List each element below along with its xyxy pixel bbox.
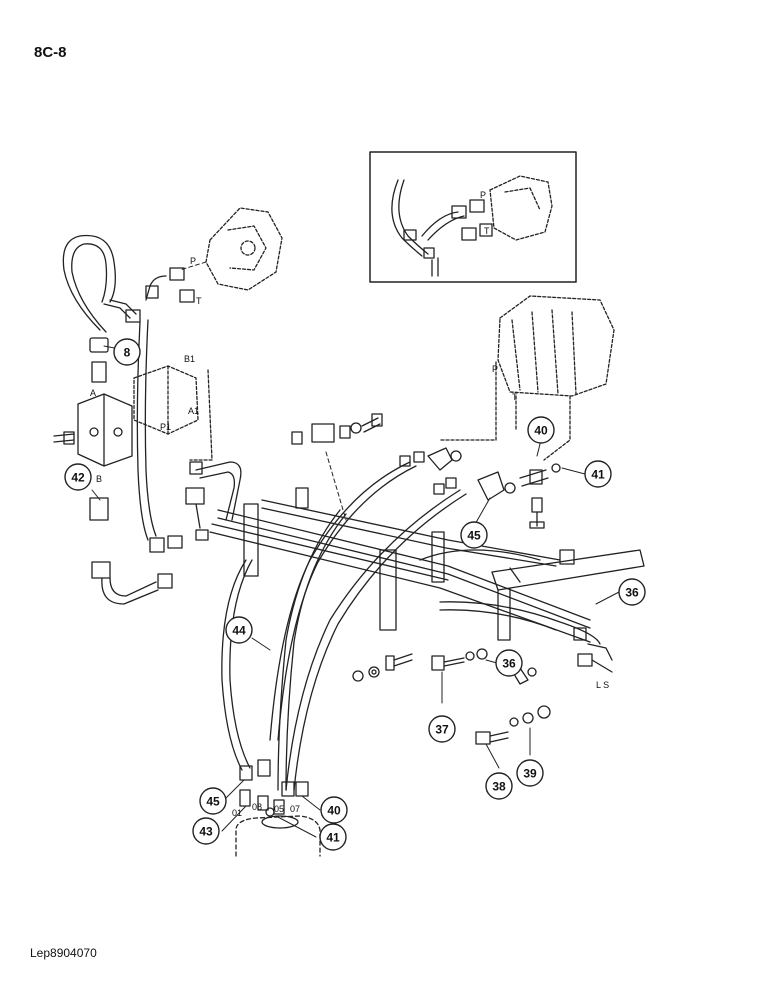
svg-text:45: 45 — [206, 795, 220, 809]
port-label-o5: 05 — [274, 804, 284, 814]
loop-hose — [62, 234, 195, 353]
port-label-p-inset: P — [480, 190, 486, 200]
callout-40-bot: 40 — [320, 796, 348, 824]
callout-38: 38 — [485, 772, 513, 800]
svg-text:41: 41 — [326, 831, 340, 845]
svg-text:44: 44 — [232, 624, 246, 638]
svg-text:39: 39 — [523, 767, 537, 781]
svg-text:38: 38 — [492, 780, 506, 794]
svg-text:40: 40 — [327, 804, 341, 818]
port-label-o1: 01 — [232, 808, 242, 818]
port-label-o8: 08 — [252, 802, 262, 812]
document-reference: Lep8904070 — [30, 946, 97, 960]
svg-text:36: 36 — [502, 657, 516, 671]
callout-43: 43 — [192, 817, 220, 845]
clamp-brackets — [243, 487, 645, 641]
callout-41-top: 41 — [584, 460, 612, 488]
svg-text:43: 43 — [199, 825, 213, 839]
inset-frame — [369, 151, 577, 283]
tube-bundle — [185, 461, 591, 643]
callout-40-top: 40 — [527, 416, 555, 444]
port-label-t-right: T — [512, 392, 518, 402]
svg-text:45: 45 — [467, 529, 481, 543]
port-label-o7: 07 — [290, 804, 300, 814]
port-label-a1: A1 — [188, 406, 199, 416]
port-label-a: A — [90, 388, 96, 398]
callout-36-right: 36 — [618, 578, 646, 606]
callout-42: 42 — [64, 463, 92, 491]
port-label-t-inset: T — [484, 226, 490, 236]
port-label-ls: L S — [596, 680, 609, 690]
svg-text:42: 42 — [71, 471, 85, 485]
inset-hoses — [391, 179, 493, 277]
vertical-hose-left — [136, 319, 209, 553]
callout-41-bot: 41 — [319, 823, 347, 851]
port-label-b: B — [96, 474, 102, 484]
top-control-valve — [205, 207, 283, 291]
main-hoses — [221, 461, 467, 797]
port-labels: P T P T P T A B B1 A1 P1 L S 01 08 05 07 — [90, 190, 609, 818]
pilot-valve — [133, 365, 213, 461]
svg-text:8: 8 — [124, 346, 131, 360]
clamp-hardware — [291, 413, 561, 529]
port-label-t-left: T — [196, 296, 202, 306]
port-label-p-left: P — [190, 256, 196, 266]
callout-37: 37 — [428, 715, 456, 743]
callout-39: 39 — [516, 759, 544, 787]
page-code: 8C-8 — [34, 44, 67, 61]
callout-45-mid: 45 — [460, 521, 488, 549]
callout-36-mid: 36 — [495, 649, 523, 677]
svg-text:36: 36 — [625, 586, 639, 600]
port-label-p1: P1 — [160, 422, 171, 432]
callout-44: 44 — [225, 616, 253, 644]
port-label-p-right: P — [492, 364, 498, 374]
callout-8: 8 — [113, 338, 141, 366]
callout-45-bot: 45 — [199, 787, 227, 815]
callouts: 8 40 41 42 45 36 44 36 37 38 39 45 40 43… — [64, 338, 646, 851]
port-label-b1: B1 — [184, 354, 195, 364]
callout-leaders — [91, 345, 620, 838]
svg-text:41: 41 — [591, 468, 605, 482]
elbow-pipe — [91, 561, 173, 605]
right-hoses — [419, 549, 613, 673]
main-control-valve — [439, 295, 615, 461]
block-valve — [53, 361, 133, 521]
leader-lines — [179, 261, 347, 521]
svg-text:37: 37 — [435, 723, 449, 737]
svg-text:40: 40 — [534, 424, 548, 438]
inset-valve — [489, 175, 553, 241]
